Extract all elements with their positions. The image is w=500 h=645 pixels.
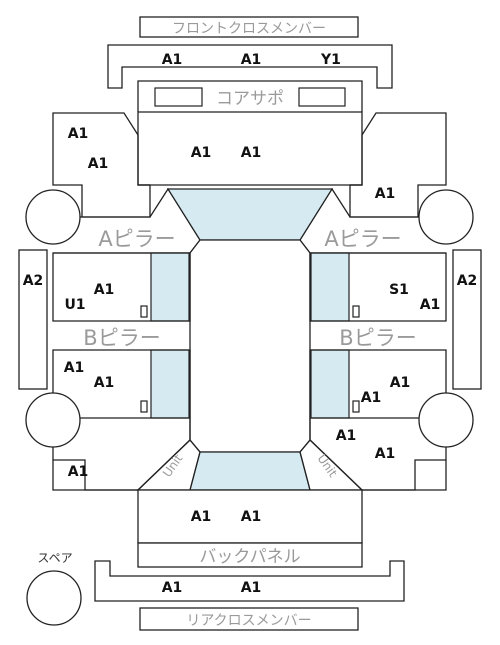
- rear-window: [189, 451, 311, 491]
- front-cross-member-label: フロントクロスメンバー: [172, 21, 326, 37]
- roof-panel: [189, 239, 311, 453]
- wheel-rear-left: [25, 392, 81, 448]
- back-panel-label: バックパネル: [199, 547, 300, 567]
- code-front-left-fender-2: A1: [88, 156, 109, 172]
- right-front-door-handle: [352, 305, 360, 318]
- core-support-label: コアサポ: [216, 89, 284, 109]
- left-front-fender: [52, 112, 151, 218]
- code-left-rear-door-2: A1: [94, 375, 115, 391]
- code-front-cross-1: A1: [162, 52, 183, 68]
- right-rear-door-handle: [352, 400, 360, 413]
- right-rear-door-glass: [310, 349, 350, 419]
- code-right-rear-quarter-2: A1: [375, 446, 396, 462]
- left-rocker-panel: [18, 249, 48, 390]
- code-right-rocker: A2: [457, 273, 478, 289]
- windshield: [166, 188, 334, 241]
- wheel-front-left: [25, 189, 81, 245]
- right-rear-quarter-outline: [362, 460, 447, 491]
- code-left-rear-door-1: A1: [64, 360, 85, 376]
- code-right-rear-door-2: A1: [361, 390, 382, 406]
- code-left-front-door-2: U1: [64, 297, 85, 313]
- spare-tire: [26, 570, 82, 626]
- core-support-right-slot: [298, 87, 346, 107]
- left-front-door-handle: [140, 305, 148, 318]
- code-trunk-2: A1: [241, 509, 262, 525]
- b-pillar-right-label: Bピラー: [339, 326, 416, 350]
- right-unit-label: Unit: [315, 452, 341, 480]
- code-front-left-fender-1: A1: [68, 126, 89, 142]
- right-front-door: [309, 252, 447, 322]
- a-pillar-left-label: Aピラー: [98, 227, 175, 251]
- code-rear-cross-1: A1: [162, 580, 183, 596]
- right-front-door-glass: [310, 252, 350, 322]
- core-support-bumper: [137, 80, 363, 112]
- front-cross-member: [107, 44, 393, 89]
- a-pillar-right-label: Aピラー: [324, 227, 401, 251]
- code-right-front-door-2: A1: [420, 297, 441, 313]
- code-front-cross-2: A1: [241, 52, 262, 68]
- code-trunk-1: A1: [191, 509, 212, 525]
- wheel-front-right: [418, 189, 474, 245]
- back-panel: [137, 542, 363, 568]
- code-front-cross-3: Y1: [320, 52, 341, 68]
- code-rear-cross-2: A1: [241, 580, 262, 596]
- code-right-rear-door-1: A1: [390, 375, 411, 391]
- left-rear-quarter-outline: [52, 460, 138, 491]
- code-right-front-door-1: S1: [389, 282, 409, 298]
- code-front-right-fender: A1: [375, 186, 396, 202]
- right-rocker-panel: [452, 249, 482, 390]
- code-hood-1: A1: [191, 145, 212, 161]
- code-left-rear-quarter: A1: [68, 464, 89, 480]
- wheel-rear-right: [418, 392, 474, 448]
- front-cross-member-label-box: [139, 16, 359, 38]
- left-front-door-glass: [150, 252, 190, 322]
- code-left-rocker: A2: [23, 273, 44, 289]
- rear-cross-member-label: リアクロスメンバー: [186, 613, 311, 629]
- code-right-rear-quarter-1: A1: [336, 428, 357, 444]
- b-pillar-left-label: Bピラー: [83, 326, 160, 350]
- code-left-front-door-1: A1: [94, 282, 115, 298]
- core-support-left-slot: [154, 87, 203, 107]
- left-front-door: [52, 252, 191, 322]
- code-hood-2: A1: [241, 145, 262, 161]
- left-unit-label: Unit: [160, 451, 186, 479]
- left-rear-door-glass: [150, 349, 190, 419]
- rear-cross-member-label-box: [139, 607, 359, 631]
- trunk-lid: [137, 489, 363, 544]
- rear-cross-member: [94, 560, 405, 602]
- left-rear-door-handle: [140, 400, 148, 413]
- spare-label: スペア: [37, 551, 72, 565]
